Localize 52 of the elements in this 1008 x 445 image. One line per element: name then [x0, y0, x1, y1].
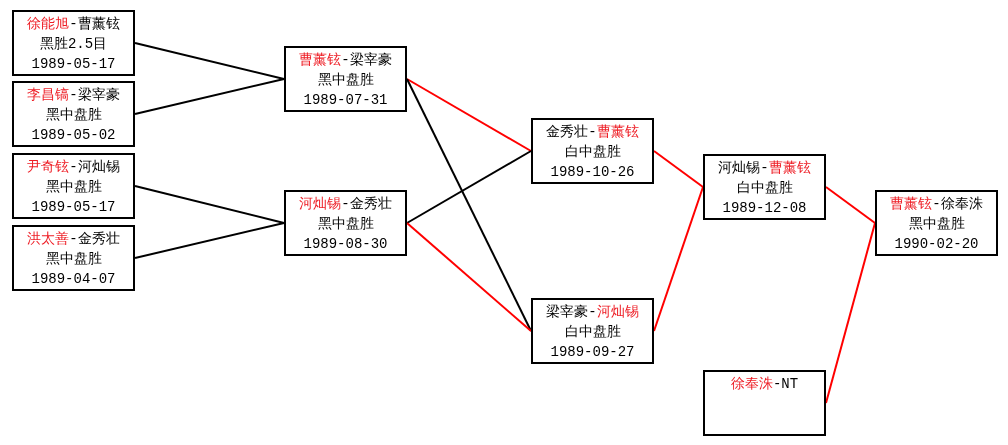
match-players: 徐能旭-曹薰铉: [27, 15, 120, 34]
match-result: 黑中盘胜: [45, 250, 102, 269]
match-date: 1989-05-02: [31, 126, 116, 145]
connector-line: [134, 185, 285, 224]
match-result: 白中盘胜: [564, 323, 621, 342]
match-players: 徐奉洙-NT: [730, 375, 799, 394]
match-result: 黑中盘胜: [908, 215, 965, 234]
match-result: 白中盘胜: [736, 179, 793, 198]
match-players: 河灿锡-曹薰铉: [718, 159, 811, 178]
match-result: 黑中盘胜: [45, 178, 102, 197]
match-date: 1989-08-30: [303, 235, 388, 254]
match-players: 尹奇铉-河灿锡: [27, 158, 120, 177]
match-box: [284, 190, 407, 256]
match-box: [531, 118, 654, 184]
match-box: [12, 153, 135, 219]
match-result: 白中盘胜: [564, 143, 621, 162]
connector-line: [653, 150, 704, 188]
match-players: 李昌镐-梁宰豪: [27, 86, 120, 105]
match-box: [703, 370, 826, 436]
match-box: [12, 225, 135, 291]
match-players: 河灿锡-金秀壮: [299, 195, 392, 214]
match-date: 1989-12-08: [722, 199, 807, 218]
match-date: 1989-07-31: [303, 91, 388, 110]
match-players: 洪太善-金秀壮: [27, 230, 120, 249]
connector-line: [134, 42, 285, 80]
match-box: [284, 46, 407, 112]
match-result: 黑中盘胜: [317, 215, 374, 234]
connector-line: [406, 78, 532, 332]
connector-line: [406, 78, 532, 152]
match-result: 黑中盘胜: [45, 106, 102, 125]
match-date: 1989-05-17: [31, 55, 116, 74]
match-box: [875, 190, 998, 256]
match-box: [531, 298, 654, 364]
match-box: [12, 10, 135, 76]
match-box: [703, 154, 826, 220]
match-result: 黑中盘胜: [317, 71, 374, 90]
connector-line: [825, 186, 876, 224]
connector-line: [134, 222, 285, 259]
match-date: 1990-02-20: [894, 235, 979, 254]
match-players: 金秀壮-曹薰铉: [546, 123, 639, 142]
match-players: 梁宰豪-河灿锡: [546, 303, 639, 322]
match-players: 曹薰铉-梁宰豪: [299, 51, 392, 70]
match-date: 1989-10-26: [550, 163, 635, 182]
match-date: 1989-09-27: [550, 343, 635, 362]
connector-line: [406, 150, 532, 224]
match-players: 曹薰铉-徐奉洙: [890, 195, 983, 214]
match-date: 1989-05-17: [31, 198, 116, 217]
match-date: 1989-04-07: [31, 270, 116, 289]
connector-line: [134, 78, 285, 115]
connector-line: [406, 222, 532, 332]
match-result: 黑胜2.5目: [39, 35, 108, 54]
match-box: [12, 81, 135, 147]
